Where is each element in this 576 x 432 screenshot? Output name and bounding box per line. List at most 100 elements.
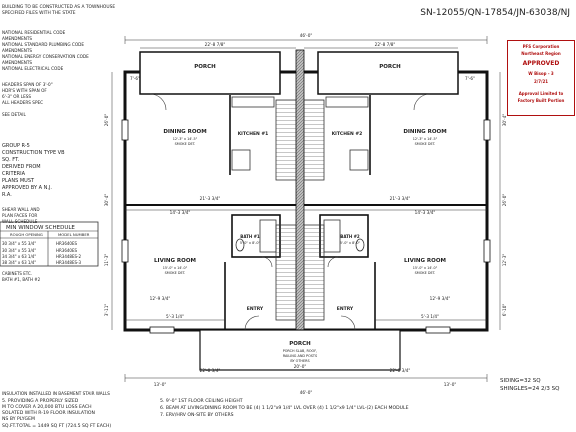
svg-text:3'-11": 3'-11" xyxy=(104,304,109,317)
svg-text:BY OTHERS: BY OTHERS xyxy=(290,359,309,363)
living-right-label: LIVING ROOM xyxy=(404,258,446,264)
svg-text:12'-3" x 14'-5": 12'-3" x 14'-5" xyxy=(173,137,198,141)
svg-text:7'-6": 7'-6" xyxy=(465,76,475,81)
overall-width-bottom: 46'-0" xyxy=(300,390,313,395)
svg-text:12'-3" x 14'-5": 12'-3" x 14'-5" xyxy=(413,137,438,141)
siding-note: SIDING=32 SQ xyxy=(500,378,541,384)
svg-text:SMOKE DET.: SMOKE DET. xyxy=(165,271,186,275)
svg-text:SQ.FT.TOTAL = 1449 SQ FT (724.: SQ.FT.TOTAL = 1449 SQ FT (724.5 SQ FT EA… xyxy=(2,423,111,429)
serial-number: SN-12055/QN-17854/JN-63038/NJ xyxy=(420,8,570,18)
svg-text:SMOKE DET.: SMOKE DET. xyxy=(415,271,436,275)
svg-text:APPROVED BY A N.J.: APPROVED BY A N.J. xyxy=(2,185,52,191)
construction-group-notes: GROUP R-5 CONSTRUCTION TYPE VB SQ. FT. D… xyxy=(2,143,65,198)
windows xyxy=(121,119,491,334)
porch-top-left-label: PORCH xyxy=(194,64,216,70)
svg-text:MODEL NUMBER: MODEL NUMBER xyxy=(58,232,90,237)
entry-left-label: ENTRY xyxy=(247,306,264,312)
stairs-left xyxy=(275,99,297,321)
dining-left-label: DINING ROOM xyxy=(163,129,206,135)
svg-text:6'-3" OR LESS: 6'-3" OR LESS xyxy=(2,94,31,99)
svg-text:NATIONAL ENERGY CONSERVATION C: NATIONAL ENERGY CONSERVATION CODE xyxy=(2,54,89,59)
shingles-note: SHINGLES=24 2/3 SQ xyxy=(500,386,560,392)
svg-text:30'-4": 30'-4" xyxy=(502,114,507,127)
svg-text:26'-0": 26'-0" xyxy=(502,194,507,207)
svg-text:M TO COVER A 20,000 BTU LOSS E: M TO COVER A 20,000 BTU LOSS EACH xyxy=(2,404,92,410)
svg-text:15'-0" x 14'-0": 15'-0" x 14'-0" xyxy=(163,266,188,270)
svg-text:RAILING AND POSTS: RAILING AND POSTS xyxy=(283,354,317,358)
svg-text:PLANS MUST: PLANS MUST xyxy=(2,178,35,184)
svg-text:AMENDMENTS: AMENDMENTS xyxy=(2,48,32,53)
svg-text:R.A.: R.A. xyxy=(2,192,12,198)
svg-text:30'-4": 30'-4" xyxy=(104,194,109,207)
svg-text:SHEAR WALL AND: SHEAR WALL AND xyxy=(2,207,40,212)
svg-text:PORCH SLAB, ROOF,: PORCH SLAB, ROOF, xyxy=(283,349,318,353)
kitchen-right-label: KITCHEN #2 xyxy=(332,131,363,137)
svg-text:14'-3 3/4": 14'-3 3/4" xyxy=(415,210,436,215)
overall-width-top: 46'-0" xyxy=(300,33,313,38)
svg-text:CONSTRUCTION TYPE VB: CONSTRUCTION TYPE VB xyxy=(2,150,65,156)
svg-text:6. BEAM AT LIVING/DINING ROOM: 6. BEAM AT LIVING/DINING ROOM TO BE (4) … xyxy=(160,405,409,411)
window-schedule-table: MIN WINDOW SCHEDULE ROUGH OPENING MODEL … xyxy=(0,221,99,267)
svg-text:SEE DETAIL: SEE DETAIL xyxy=(2,112,26,117)
svg-text:NS BY PLYGEM: NS BY PLYGEM xyxy=(2,416,35,422)
svg-text:CABINETS ETC.: CABINETS ETC. xyxy=(2,271,32,276)
svg-text:13'-0": 13'-0" xyxy=(154,382,167,387)
dining-right-label: DINING ROOM xyxy=(403,129,446,135)
header-notes: HEADERS SPAN OF 3'-0" HDR'S WITH SPAN OF… xyxy=(2,82,53,117)
building-walls xyxy=(123,49,489,371)
svg-text:SQ. FT.: SQ. FT. xyxy=(2,157,20,163)
entry-right-label: ENTRY xyxy=(337,306,354,312)
dim-top-right: 22'-8 7/8" xyxy=(375,42,396,47)
svg-text:21'-3 3/4": 21'-3 3/4" xyxy=(200,196,221,201)
svg-text:5. PROVIDING A PROPERLY SIZED: 5. PROVIDING A PROPERLY SIZED xyxy=(2,398,79,404)
svg-text:12'-9 3/4": 12'-9 3/4" xyxy=(150,296,171,301)
svg-text:ALL HEADERS SPEC: ALL HEADERS SPEC xyxy=(2,100,43,105)
svg-text:HDR'S WITH SPAN OF: HDR'S WITH SPAN OF xyxy=(2,88,47,93)
svg-text:21'-3 3/4": 21'-3 3/4" xyxy=(390,196,411,201)
svg-text:SMOKE DET.: SMOKE DET. xyxy=(415,142,436,146)
approval-stamp: PFS Corporation Northeast Region APPROVE… xyxy=(507,40,575,116)
code-notes: NATIONAL RESIDENTIAL CODE AMENDMENTS NAT… xyxy=(2,30,89,71)
insulation-note: INSULATION INSTALLED IN BASEMENT STAIR W… xyxy=(2,391,110,396)
porch-top-right-label: PORCH xyxy=(379,64,401,70)
porch-bottom-label: PORCH xyxy=(289,341,311,347)
svg-text:26'-0": 26'-0" xyxy=(104,114,109,127)
svg-text:SOLATED WITH R-19 FLOOR INSULA: SOLATED WITH R-19 FLOOR INSULATION xyxy=(2,410,95,416)
svg-text:5'-3 1/4": 5'-3 1/4" xyxy=(421,314,439,319)
svg-text:20'-0": 20'-0" xyxy=(294,364,307,369)
svg-text:HR3448ES-2: HR3448ES-2 xyxy=(56,254,81,259)
svg-text:14'-3 3/4": 14'-3 3/4" xyxy=(170,210,191,215)
svg-text:NATIONAL ELECTRICAL CODE: NATIONAL ELECTRICAL CODE xyxy=(2,66,64,71)
svg-text:AMENDMENTS: AMENDMENTS xyxy=(2,60,32,65)
svg-text:GROUP R-5: GROUP R-5 xyxy=(2,143,30,149)
dim-top-left: 22'-8 7/8" xyxy=(205,42,226,47)
svg-text:BATH #1, BATH #2: BATH #1, BATH #2 xyxy=(2,277,41,282)
window-schedule-title: MIN WINDOW SCHEDULE xyxy=(6,225,75,231)
header-note-2: SPECIFIED FILES WITH THE STATE xyxy=(2,10,76,16)
bath-left-label: BATH #1 xyxy=(240,234,260,239)
svg-text:NATIONAL RESIDENTIAL CODE: NATIONAL RESIDENTIAL CODE xyxy=(2,30,66,35)
shear-wall-notes: SHEAR WALL AND PLAN FACES FOR WALL SCHED… xyxy=(2,207,40,224)
svg-text:38 3/4" x 63 1/4": 38 3/4" x 63 1/4" xyxy=(2,260,36,265)
svg-text:12'-9 3/4": 12'-9 3/4" xyxy=(430,296,451,301)
svg-text:11'-3": 11'-3" xyxy=(104,254,109,267)
svg-text:DERIVED FROM: DERIVED FROM xyxy=(2,164,41,170)
svg-text:HEADERS SPAN OF 3'-0": HEADERS SPAN OF 3'-0" xyxy=(2,82,53,87)
svg-text:34 3/4" x 63 1/4": 34 3/4" x 63 1/4" xyxy=(2,254,36,259)
header-note-1: BUILDING TO BE CONSTRUCTED AS A TOWNHOUS… xyxy=(2,4,115,10)
svg-text:15'-0" x 14'-0": 15'-0" x 14'-0" xyxy=(413,266,438,270)
svg-text:WALL SCHEDULE: WALL SCHEDULE xyxy=(2,219,38,224)
svg-text:NATIONAL STANDARD PLUMBING COD: NATIONAL STANDARD PLUMBING CODE xyxy=(2,42,84,47)
svg-text:12'-3": 12'-3" xyxy=(502,254,507,267)
svg-text:13'-0": 13'-0" xyxy=(444,382,457,387)
svg-text:5'-0" x 8'-0": 5'-0" x 8'-0" xyxy=(240,241,261,245)
bath-right-label: BATH #2 xyxy=(340,234,360,239)
svg-text:CRITERIA: CRITERIA xyxy=(2,171,26,177)
svg-text:5'-0" x 8'-0": 5'-0" x 8'-0" xyxy=(340,241,361,245)
svg-text:7'-6": 7'-6" xyxy=(130,76,140,81)
svg-text:HR3640ES: HR3640ES xyxy=(56,248,77,253)
svg-text:7. ERV/HRV ON-SITE BY OTHERS: 7. ERV/HRV ON-SITE BY OTHERS xyxy=(160,412,234,418)
svg-text:5'-3 1/4": 5'-3 1/4" xyxy=(166,314,184,319)
